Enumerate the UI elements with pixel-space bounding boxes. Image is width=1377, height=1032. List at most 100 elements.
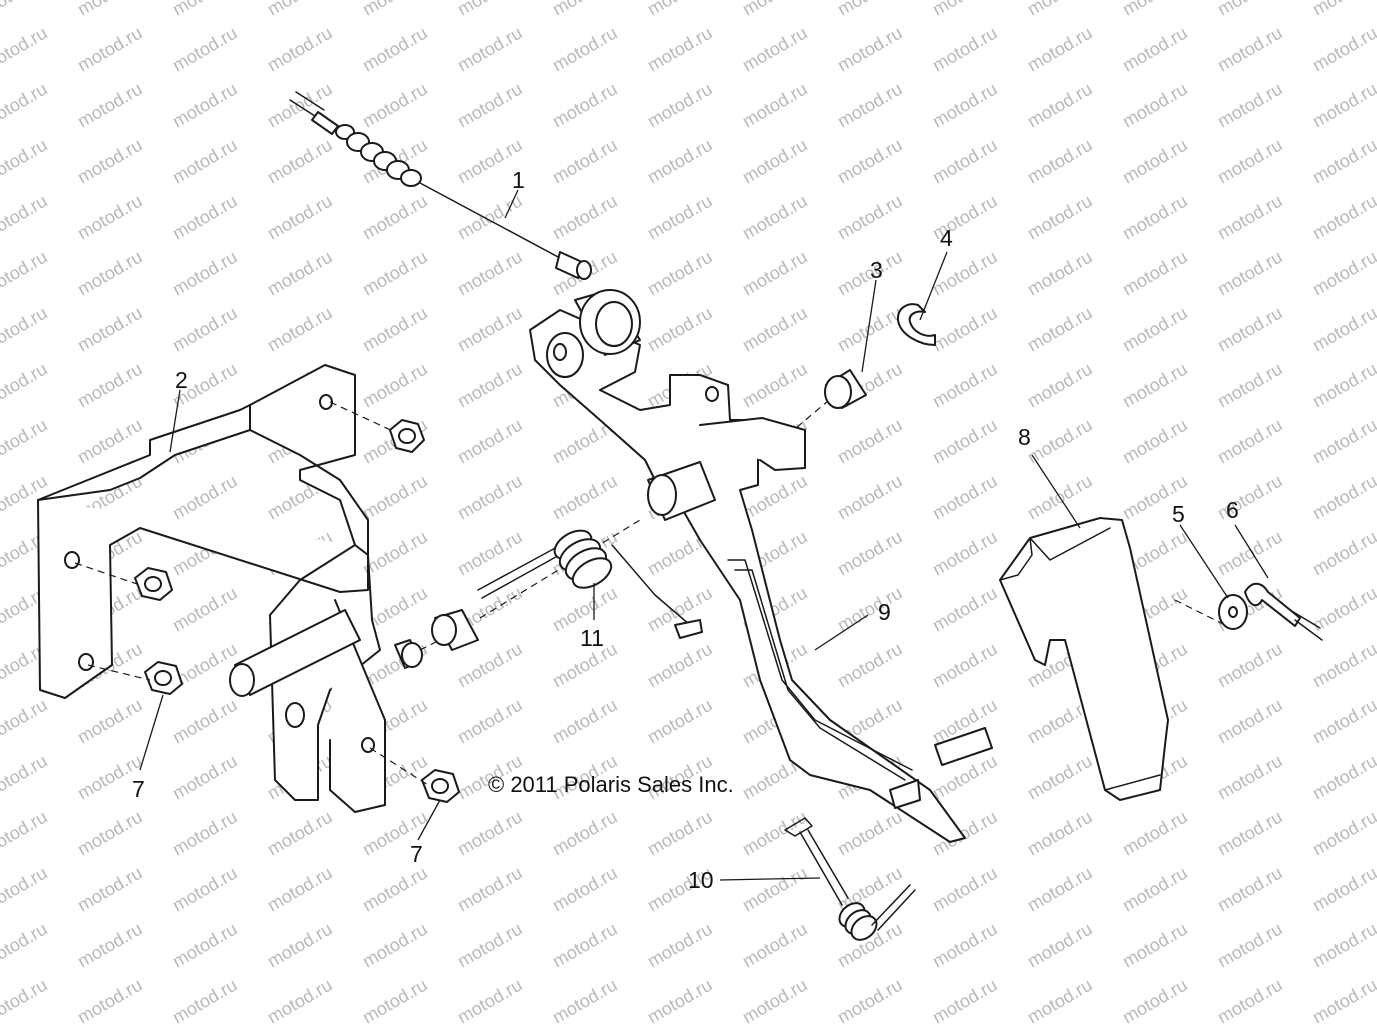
part-9-pedal-arm <box>529 289 993 843</box>
watermark-text: motod.ru <box>454 863 526 916</box>
watermark-text: motod.ru <box>739 863 811 916</box>
watermark-text: motod.ru <box>1119 23 1191 76</box>
watermark-text: motod.ru <box>1309 695 1377 748</box>
watermark-text: motod.ru <box>359 919 431 972</box>
watermark-text: motod.ru <box>834 471 906 524</box>
watermark-text: motod.ru <box>1024 807 1096 860</box>
watermark-text: motod.ru <box>1119 807 1191 860</box>
watermark-text: motod.ru <box>929 471 1001 524</box>
watermark-text: motod.ru <box>0 863 51 916</box>
watermark-text: motod.ru <box>1214 807 1286 860</box>
watermark-text: motod.ru <box>264 23 336 76</box>
watermark-text: motod.ru <box>1214 919 1286 972</box>
watermark-text: motod.ru <box>0 79 51 132</box>
watermark-text: motod.ru <box>644 0 716 19</box>
watermark-text: motod.ru <box>1024 247 1096 300</box>
watermark-text: motod.ru <box>834 639 906 692</box>
watermark-text: motod.ru <box>454 0 526 19</box>
watermark-text: motod.ru <box>0 695 51 748</box>
watermark-text: motod.ru <box>834 975 906 1028</box>
watermark-text: motod.ru <box>74 415 146 468</box>
watermark-text: motod.ru <box>929 247 1001 300</box>
watermark-text: motod.ru <box>1309 303 1377 356</box>
watermark-text: motod.ru <box>1309 135 1377 188</box>
watermark-text: motod.ru <box>74 79 146 132</box>
part-4-e-clip <box>896 303 936 346</box>
watermark-text: motod.ru <box>644 975 716 1028</box>
watermark-text: motod.ru <box>264 303 336 356</box>
watermark-text: motod.ru <box>1214 359 1286 412</box>
watermark-text: motod.ru <box>739 975 811 1028</box>
watermark-text: motod.ru <box>359 79 431 132</box>
part-1-throttle-cable <box>289 91 592 280</box>
watermark-text: motod.ru <box>1309 975 1377 1028</box>
watermark-text: motod.ru <box>644 191 716 244</box>
watermark-text: motod.ru <box>0 303 51 356</box>
part-8-pedal-pad <box>999 517 1169 801</box>
watermark-text: motod.ru <box>359 247 431 300</box>
watermark-text: motod.ru <box>929 639 1001 692</box>
watermark-text: motod.ru <box>739 247 811 300</box>
callout-2: 2 <box>175 367 188 393</box>
part-6-cotter-pin <box>1244 582 1323 641</box>
callout-8: 8 <box>1018 424 1031 450</box>
watermark-text: motod.ru <box>549 807 621 860</box>
watermark-text: motod.ru <box>549 0 621 19</box>
watermark-text: motod.ru <box>739 303 811 356</box>
watermark-text: motod.ru <box>834 135 906 188</box>
watermark-text: motod.ru <box>454 415 526 468</box>
watermark-text: motod.ru <box>454 303 526 356</box>
watermark-text: motod.ru <box>454 79 526 132</box>
watermark-text: motod.ru <box>644 303 716 356</box>
watermark-text: motod.ru <box>739 191 811 244</box>
watermark-text: motod.ru <box>834 0 906 19</box>
watermark-text: motod.ru <box>739 79 811 132</box>
part-3-bushing <box>824 369 867 409</box>
callout-5: 5 <box>1172 501 1185 527</box>
callout-7-right: 7 <box>410 841 423 867</box>
bushing-left <box>431 609 479 651</box>
watermark-text: motod.ru <box>74 135 146 188</box>
watermark-text: motod.ru <box>1119 135 1191 188</box>
watermark-text: motod.ru <box>454 919 526 972</box>
watermark-text: motod.ru <box>359 23 431 76</box>
callout-10: 10 <box>688 867 714 893</box>
watermark-text: motod.ru <box>929 415 1001 468</box>
watermark-text: motod.ru <box>169 583 241 636</box>
watermark-text: motod.ru <box>1309 527 1377 580</box>
watermark-text: motod.ru <box>1309 23 1377 76</box>
watermark-text: motod.ru <box>834 191 906 244</box>
watermark-text: motod.ru <box>834 583 906 636</box>
watermark-text: motod.ru <box>359 303 431 356</box>
watermark-text: motod.ru <box>1119 359 1191 412</box>
callout-1: 1 <box>512 167 525 193</box>
watermark-text: motod.ru <box>169 79 241 132</box>
watermark-text: motod.ru <box>169 23 241 76</box>
watermark-text: motod.ru <box>644 695 716 748</box>
watermark-text: motod.ru <box>74 359 146 412</box>
watermark-text: motod.ru <box>1119 0 1191 19</box>
watermark-text: motod.ru <box>1214 247 1286 300</box>
watermark-text: motod.ru <box>549 695 621 748</box>
watermark-text: motod.ru <box>264 0 336 19</box>
watermark-text: motod.ru <box>549 975 621 1028</box>
watermark-text: motod.ru <box>454 975 526 1028</box>
watermark-text: motod.ru <box>359 471 431 524</box>
watermark-text: motod.ru <box>1119 191 1191 244</box>
watermark-text: motod.ru <box>1214 415 1286 468</box>
watermark-text: motod.ru <box>74 975 146 1028</box>
watermark-text: motod.ru <box>929 583 1001 636</box>
callout-leaders <box>139 189 1269 881</box>
watermark-text: motod.ru <box>644 135 716 188</box>
watermark-text: motod.ru <box>1119 415 1191 468</box>
watermark-text: motod.ru <box>549 135 621 188</box>
watermark-text: motod.ru <box>359 863 431 916</box>
watermark-text: motod.ru <box>834 23 906 76</box>
copyright-notice: © 2011 Polaris Sales Inc. <box>488 772 734 797</box>
watermark-text: motod.ru <box>169 695 241 748</box>
watermark-text: motod.ru <box>454 527 526 580</box>
watermark-text: motod.ru <box>1309 415 1377 468</box>
watermark-text: motod.ru <box>739 359 811 412</box>
watermark-text: motod.ru <box>1309 359 1377 412</box>
watermark-text: motod.ru <box>454 639 526 692</box>
